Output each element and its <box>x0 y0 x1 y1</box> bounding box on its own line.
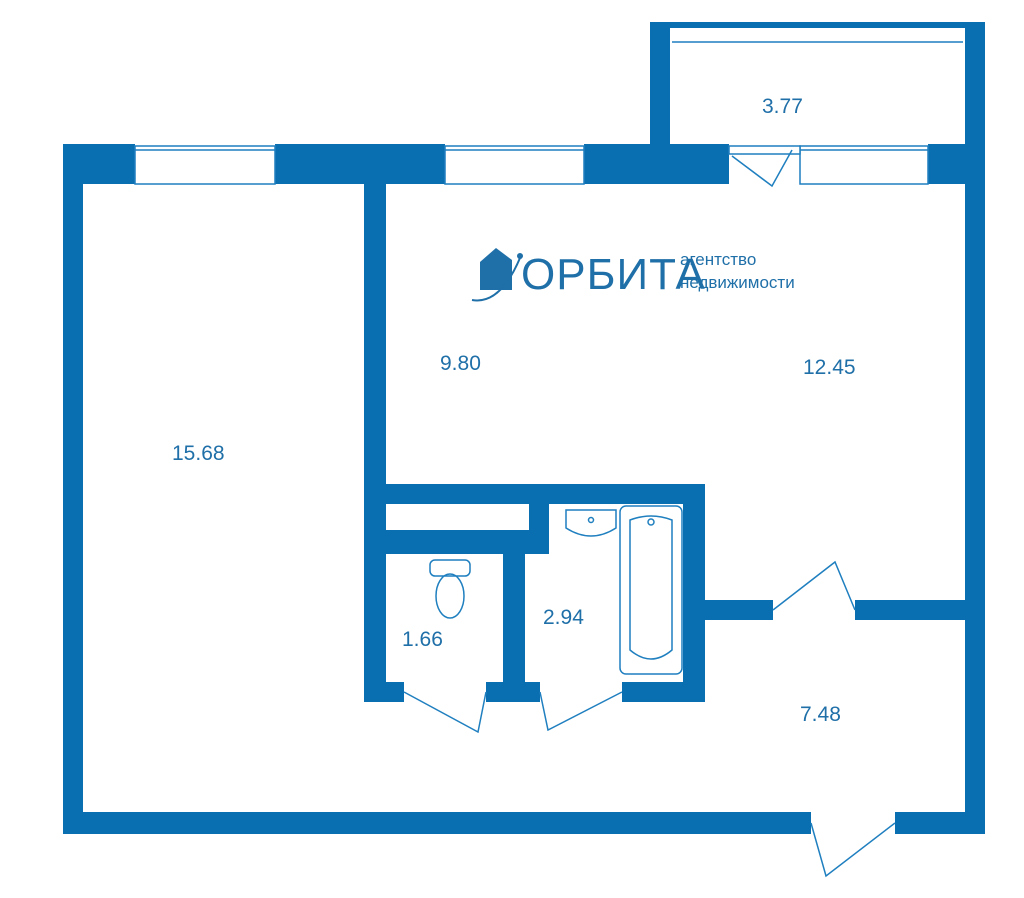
area-hallway: 7.48 <box>800 703 841 726</box>
logo-backdrop <box>450 233 830 315</box>
outer-wall-bottom-left <box>63 812 811 834</box>
windows <box>134 41 963 185</box>
bathtub-icon <box>619 505 683 675</box>
kitchen-door-swing <box>772 560 856 611</box>
sink-drain <box>587 516 595 524</box>
house-orbit-icon <box>471 248 523 302</box>
toilet-bowl-icon <box>435 573 465 619</box>
area-bedroom: 15.68 <box>172 442 225 465</box>
top-wall-seg-1 <box>63 144 135 184</box>
top-wall-seg-4 <box>928 144 985 184</box>
bath-bottom-right <box>622 682 705 702</box>
area-labels: 3.77 15.68 9.80 12.45 1.66 2.94 7.48 <box>172 95 856 726</box>
window-kitchen <box>444 145 585 185</box>
logo-brand: ОРБИТА <box>521 250 706 299</box>
bath-block-right <box>683 484 705 702</box>
area-kitchen-left: 9.80 <box>440 352 481 375</box>
logo-tagline-2: недвижимости <box>680 273 795 292</box>
top-wall-seg-2 <box>275 144 445 184</box>
bathtub-drain <box>647 518 655 526</box>
fixtures <box>429 505 683 675</box>
logo-tagline-1: агентство <box>680 250 756 269</box>
window-balcony-side <box>799 145 929 185</box>
area-toilet: 1.66 <box>402 628 443 651</box>
sink-icon <box>565 509 617 537</box>
area-bathroom: 2.94 <box>543 606 584 629</box>
hall-partition-right <box>855 600 967 620</box>
toilet-bottom-right <box>486 682 540 702</box>
balcony-wall-top <box>650 22 985 28</box>
bathroom-door-swing <box>539 691 623 732</box>
toilet-bath-partition <box>503 530 525 702</box>
balcony-door-frame <box>728 145 801 155</box>
toilet-duct <box>364 530 529 554</box>
toilet-door-swing <box>403 691 487 734</box>
area-balcony: 3.77 <box>762 95 803 118</box>
hall-partition-left <box>705 600 773 620</box>
toilet-bottom-left <box>364 682 404 702</box>
balcony-door-swing <box>731 149 793 188</box>
doors <box>403 145 896 878</box>
outer-wall-left <box>63 144 83 834</box>
outer-wall-right <box>965 22 985 834</box>
logo: ОРБИТА агентство недвижимости <box>450 233 830 315</box>
partition-bedroom <box>364 184 386 486</box>
entrance-door-swing <box>810 822 896 878</box>
walls <box>63 22 985 834</box>
toilet-wall-left <box>364 484 386 702</box>
balcony-wall-left <box>650 22 670 184</box>
area-kitchen-right: 12.45 <box>803 356 856 379</box>
toilet-tank <box>429 559 471 577</box>
window-bedroom <box>134 145 276 185</box>
bath-duct <box>529 484 549 554</box>
outer-wall-bottom-right <box>895 812 985 834</box>
bathtub-inner <box>629 515 673 660</box>
